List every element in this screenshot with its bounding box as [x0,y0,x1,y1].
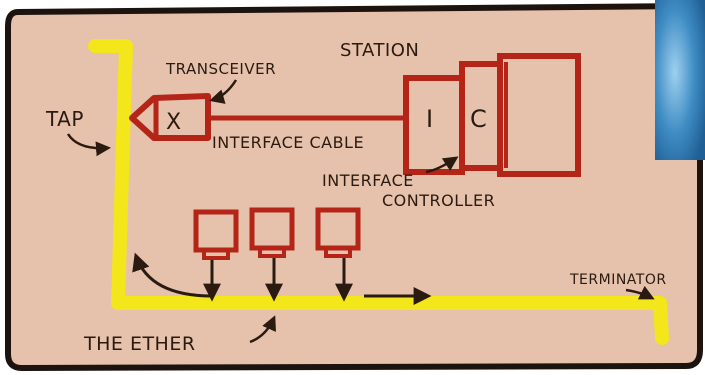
transceiver-label: TRANSCEIVER [165,60,276,78]
station-label: STATION [340,40,419,61]
transceiver-box-label: X [166,110,182,135]
ether-label: THE ETHER [83,333,196,355]
terminal-1 [193,209,239,302]
ether-cable [88,39,669,345]
propagation-arrow-left [132,252,213,298]
tap-label: TAP [45,107,84,131]
interface-controller-label-line1: INTERFACE [322,171,414,190]
terminal-2 [249,207,295,302]
photo-corner [655,0,705,160]
transceiver-pointer [209,79,238,104]
interface-box-label: I [426,105,434,133]
controller-box-label: C [470,105,487,133]
terminator-label: TERMINATOR [569,272,667,288]
ether-pointer [249,315,276,344]
interface-cable-label: INTERFACE CABLE [212,133,364,152]
interface-controller-pointer [425,156,459,174]
interface-controller-label-line2: CONTROLLER [382,191,495,210]
terminator-pointer [625,285,655,300]
tap-pointer [66,133,111,157]
station-box [497,53,581,177]
terminal-3 [315,207,361,302]
